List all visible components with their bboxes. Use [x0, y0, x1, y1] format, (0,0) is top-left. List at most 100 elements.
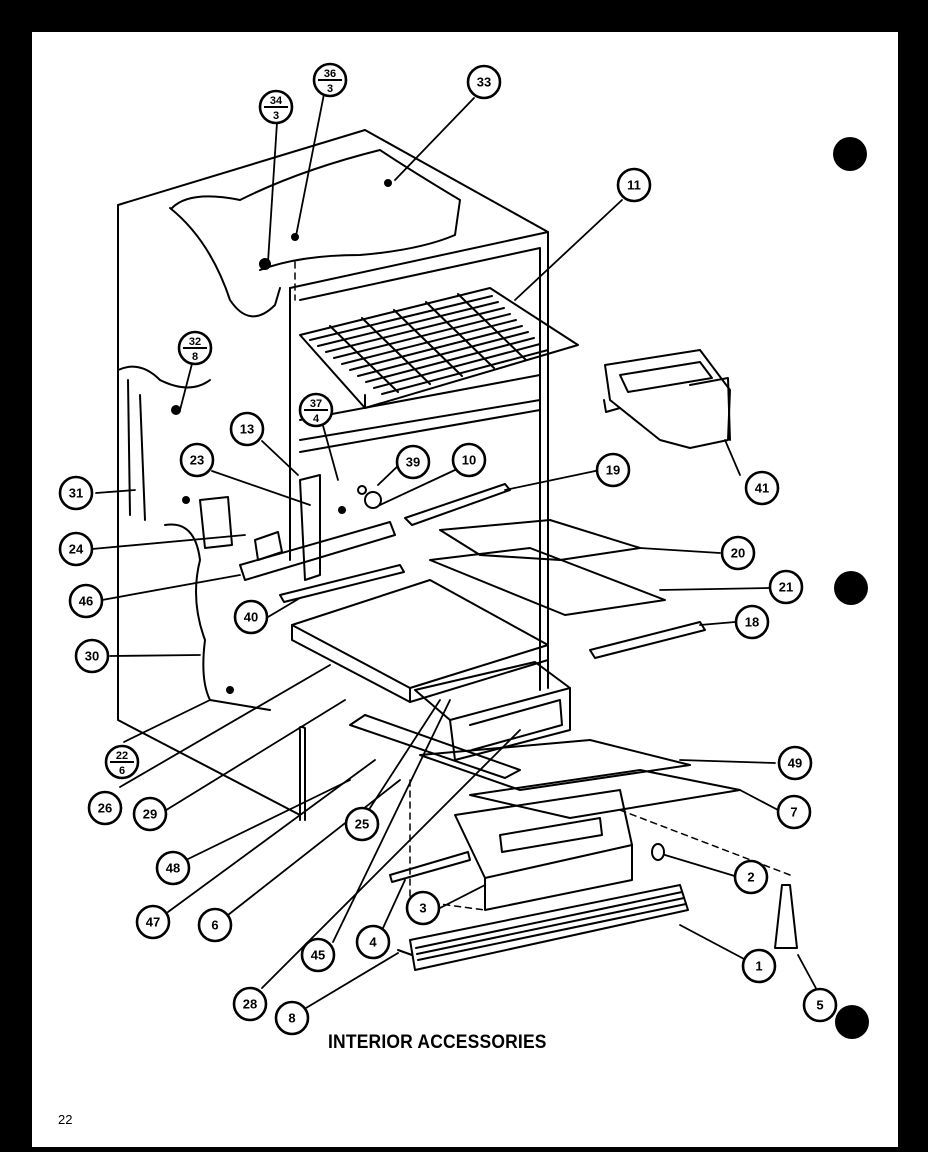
callout-41: 41	[744, 470, 780, 506]
callout-circle	[74, 638, 110, 674]
callout-circle	[616, 167, 652, 203]
leveling-leg	[774, 884, 798, 949]
callout-2: 2	[733, 859, 769, 895]
callout-circle	[405, 890, 441, 926]
callout-circle	[155, 850, 191, 886]
callout-24: 24	[58, 531, 94, 567]
shelf-rails	[404, 483, 706, 659]
callout-circle	[135, 904, 171, 940]
callout-48: 48	[155, 850, 191, 886]
callout-number: 19	[606, 463, 620, 478]
callout-circle	[395, 444, 431, 480]
callout-18: 18	[734, 604, 770, 640]
callout-number: 5	[816, 998, 823, 1013]
callout-circle	[58, 475, 94, 511]
callout-number: 18	[745, 615, 759, 630]
callout-number: 24	[69, 542, 84, 557]
callout-number: 23	[190, 453, 204, 468]
callout-number: 25	[355, 817, 369, 832]
callout-40: 40	[233, 599, 269, 635]
shelf-frame	[299, 374, 541, 453]
callout-circle	[300, 937, 336, 973]
callout-28: 28	[232, 986, 268, 1022]
callout-26: 26	[87, 790, 123, 826]
punch-hole-bottom	[835, 1005, 869, 1039]
crisper-cover	[291, 579, 549, 703]
callout-number: 6	[211, 918, 218, 933]
callout-circle	[274, 1000, 310, 1036]
callout-11: 11	[616, 167, 652, 203]
fraction-top: 34	[270, 95, 283, 107]
callout-circle	[451, 442, 487, 478]
callout-circle	[68, 583, 104, 619]
fraction-bottom: 6	[119, 765, 125, 777]
callout-circle	[233, 599, 269, 635]
callout-8: 8	[274, 1000, 310, 1036]
callout-6: 6	[197, 907, 233, 943]
callout-21: 21	[768, 569, 804, 605]
callout-39: 39	[395, 444, 431, 480]
callout-circle	[87, 790, 123, 826]
callout-number: 4	[369, 935, 377, 950]
callout-20: 20	[720, 535, 756, 571]
callout-number: 28	[243, 997, 257, 1012]
callout-number: 1	[755, 959, 762, 974]
callout-circle	[734, 604, 770, 640]
fraction-top: 36	[324, 68, 336, 80]
wire-shelf	[299, 287, 579, 409]
callout-circle	[232, 986, 268, 1022]
fraction-top: 32	[189, 336, 201, 348]
fraction-bottom: 4	[313, 413, 320, 425]
small-hardware	[357, 485, 665, 956]
callout-30: 30	[74, 638, 110, 674]
callout-7: 7	[776, 794, 812, 830]
fraction-bottom: 3	[327, 83, 333, 95]
fraction-top: 37	[310, 398, 322, 410]
callout-33: 33	[466, 64, 502, 100]
callout-circle	[741, 948, 777, 984]
callout-circle	[733, 859, 769, 895]
fraction-bottom: 8	[192, 351, 198, 363]
screws	[171, 179, 392, 694]
callout-number: 7	[790, 805, 797, 820]
callout-number: 31	[69, 486, 83, 501]
fraction-callout-22-6: 226	[104, 744, 140, 780]
lower-drawer	[454, 789, 633, 911]
callout-13: 13	[229, 411, 265, 447]
punch-hole-top	[833, 137, 867, 171]
callout-number: 41	[755, 481, 769, 496]
callout-number: 49	[788, 756, 802, 771]
callout-number: 2	[747, 870, 754, 885]
callout-circle	[595, 452, 631, 488]
callout-number: 11	[627, 178, 641, 193]
callout-circle	[229, 411, 265, 447]
callout-circle	[466, 64, 502, 100]
callout-number: 47	[146, 915, 160, 930]
callout-10: 10	[451, 442, 487, 478]
fraction-callout-37-4: 374	[298, 392, 334, 428]
diagram-title: INTERIOR ACCESSORIES	[328, 1032, 547, 1053]
drawer-outline-dashed	[294, 261, 791, 911]
ice-maker	[603, 349, 731, 449]
callout-29: 29	[132, 796, 168, 832]
wire-harness	[127, 379, 271, 711]
callout-number: 29	[143, 807, 157, 822]
callout-circle	[720, 535, 756, 571]
callout-circle	[802, 987, 838, 1023]
control-assembly	[199, 474, 405, 603]
callout-46: 46	[68, 583, 104, 619]
callout-25: 25	[344, 806, 380, 842]
callout-1: 1	[741, 948, 777, 984]
fraction-callout-34-3: 343	[258, 89, 294, 125]
callout-circle	[132, 796, 168, 832]
callout-31: 31	[58, 475, 94, 511]
fraction-callout-36-3: 363	[312, 62, 348, 98]
callout-5: 5	[802, 987, 838, 1023]
callout-45: 45	[300, 937, 336, 973]
callout-circle	[744, 470, 780, 506]
callout-3: 3	[405, 890, 441, 926]
